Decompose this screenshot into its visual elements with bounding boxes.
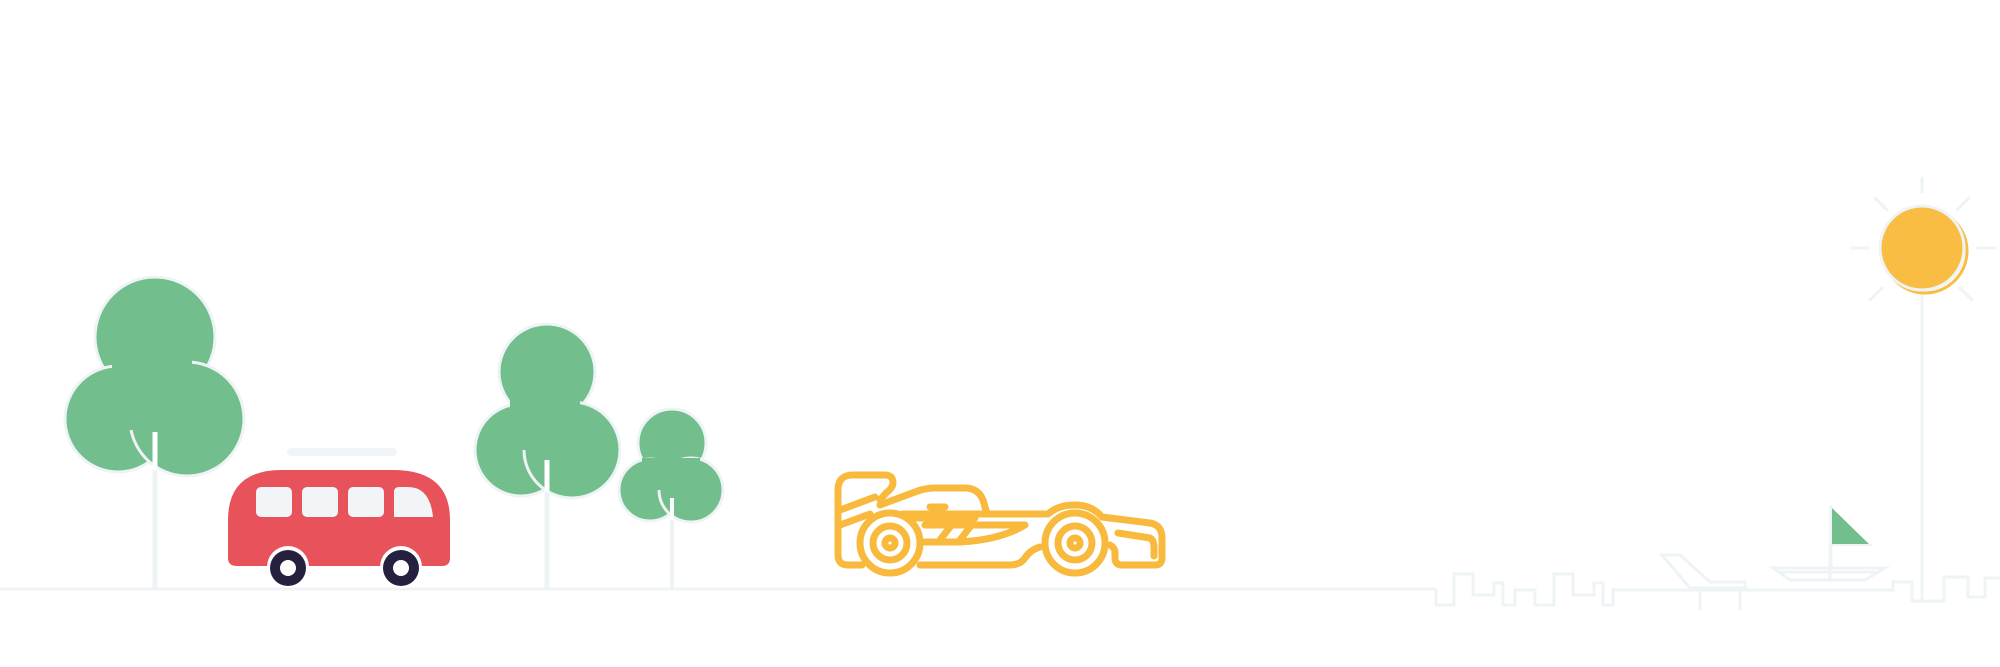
tree-icon [617,407,725,589]
tree-icon [473,322,622,589]
flag-icon [1829,505,1872,568]
boat-icon [1660,545,1891,610]
bus-icon [228,448,450,588]
city-skyline-icon [1434,572,2000,607]
race-car-icon [834,471,1166,577]
sun-icon [1850,176,1997,600]
tree-icon [63,275,246,589]
